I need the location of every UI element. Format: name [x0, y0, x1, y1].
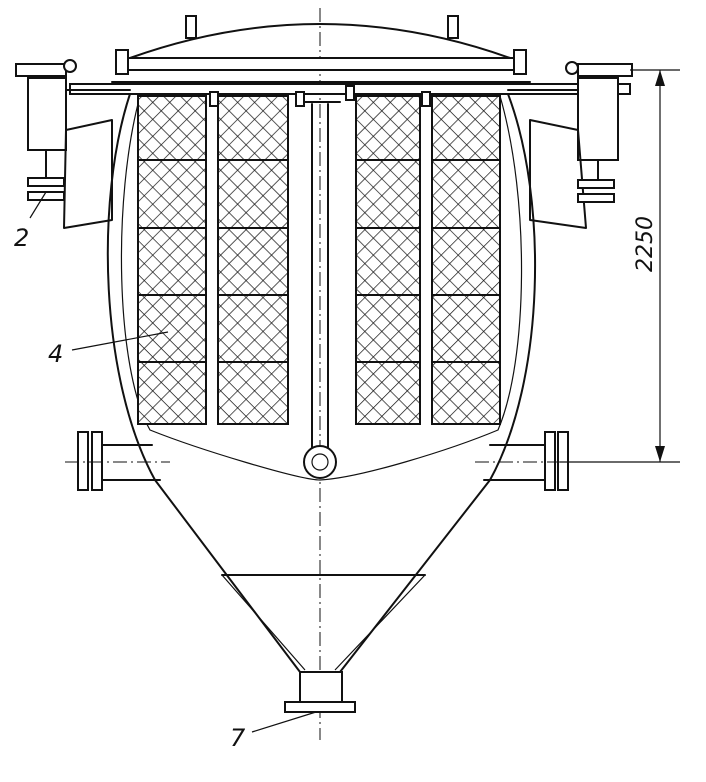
central-drain-pipe: [299, 101, 341, 479]
label-part-2: 2: [14, 224, 29, 252]
dimension-height: 2250: [560, 69, 680, 463]
top-nozzle-left: [185, 15, 197, 39]
label-part-7: 7: [230, 724, 246, 752]
cartridge-hangers: [209, 85, 431, 107]
top-dome: [129, 23, 511, 59]
right-suspension: [507, 61, 633, 229]
filter-cartridge-3: [355, 95, 421, 425]
label-part-4: 4: [48, 340, 63, 368]
leader-2: [29, 191, 47, 219]
filter-cartridge-2: [217, 95, 289, 425]
top-nozzle-right: [447, 15, 459, 39]
dimension-label: 2250: [633, 216, 658, 272]
filter-cartridge-1: [137, 95, 207, 425]
leader-7: [251, 711, 317, 733]
filter-cartridge-4: [431, 95, 501, 425]
leader-4: [71, 331, 169, 351]
side-nozzle-left: [65, 431, 170, 491]
left-suspension: [15, 59, 131, 229]
bottom-outlet: [299, 671, 343, 703]
inner-liner: [120, 95, 523, 481]
bottom-flange: [284, 701, 356, 713]
top-flange: [124, 57, 521, 71]
side-nozzle-right: [475, 431, 580, 491]
